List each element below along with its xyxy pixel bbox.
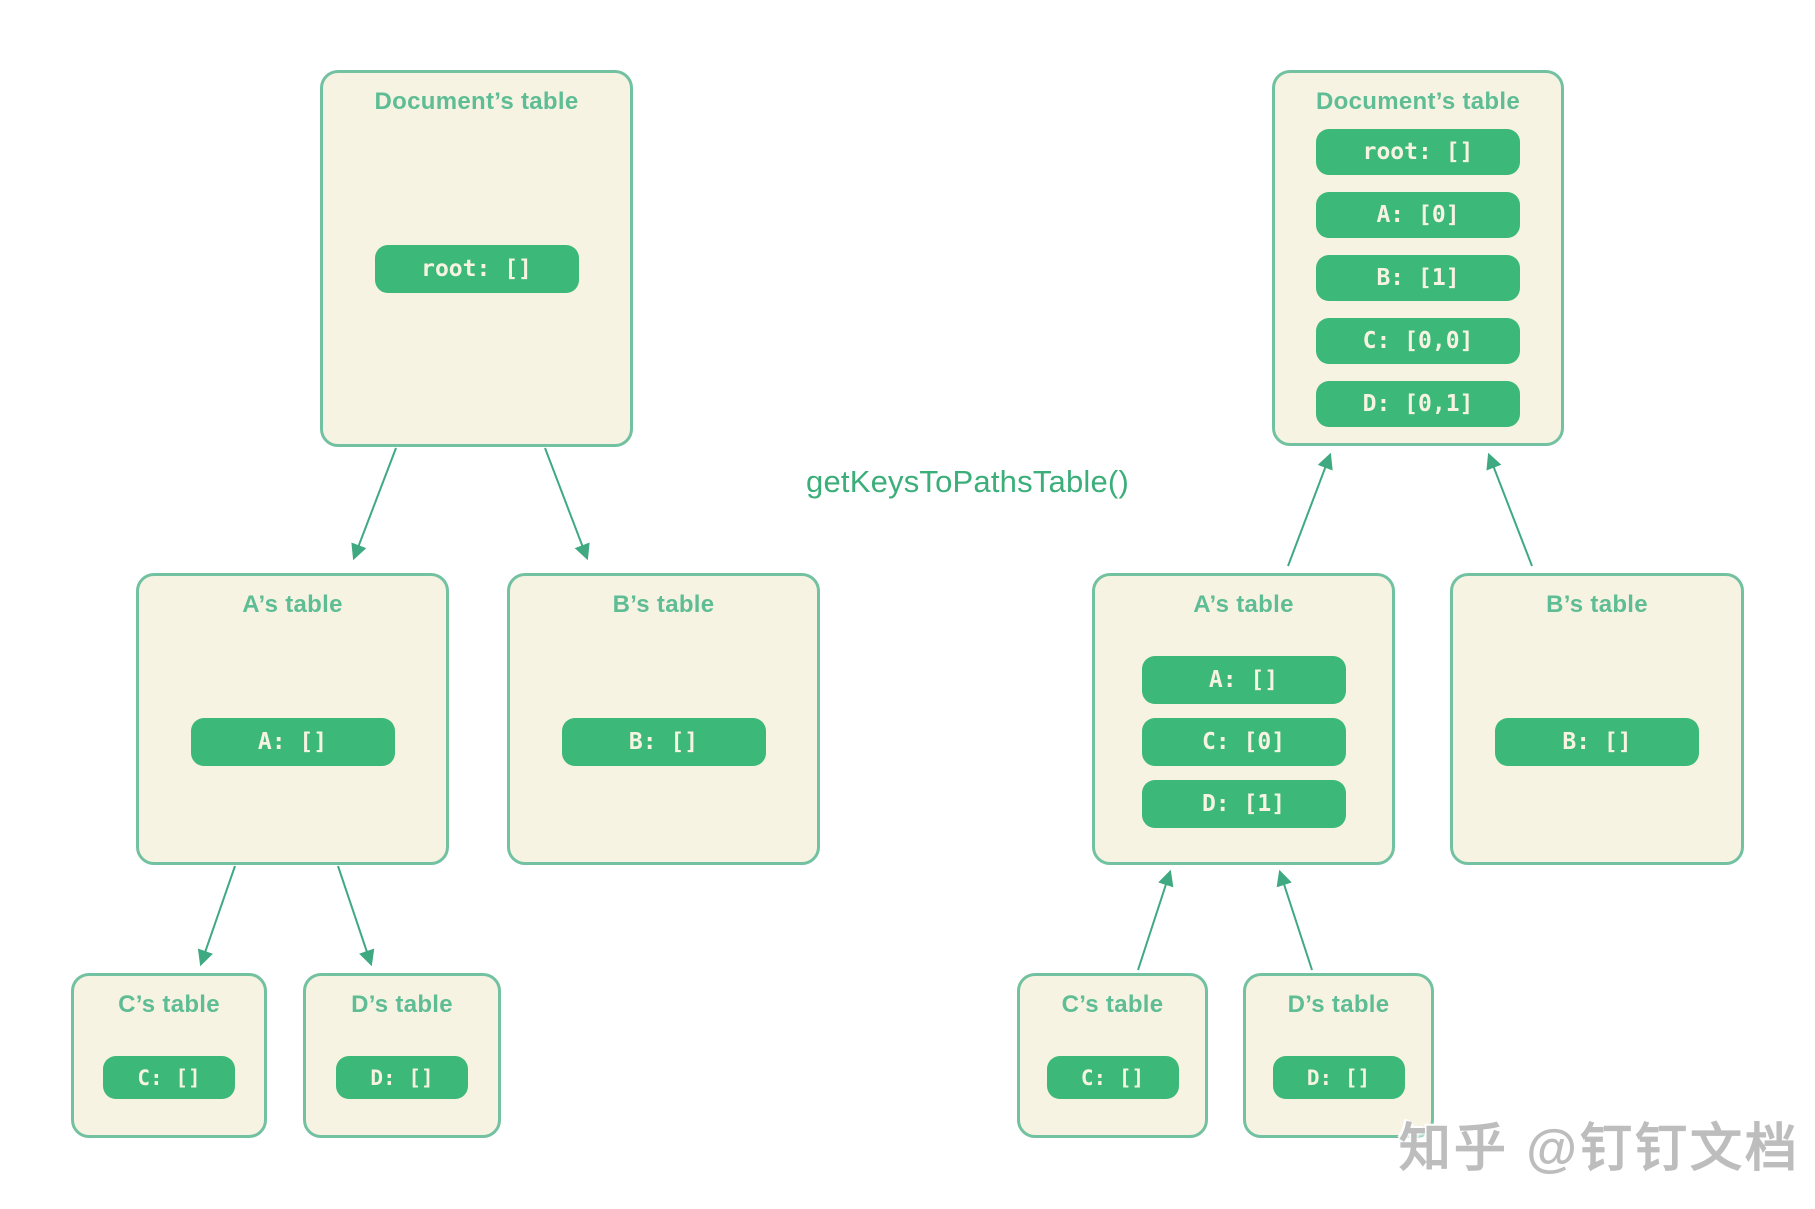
table-entry-pill: B: []: [561, 718, 766, 766]
box-title: A’s table: [242, 591, 343, 618]
arrow-left-doc-to-a: [351, 447, 397, 561]
arrow-right-b-to-doc: [1486, 452, 1533, 567]
table-entry-pill: B: [1]: [1316, 255, 1520, 301]
box-title: C’s table: [118, 991, 220, 1018]
box-title: B’s table: [612, 591, 715, 618]
table-entry-pill: B: []: [1495, 718, 1699, 766]
table-entry-pill: root: []: [374, 245, 579, 293]
table-entry-pill: A: []: [1141, 656, 1346, 704]
left-b-table-box: B’s table B: []: [507, 573, 820, 865]
function-label: getKeysToPathsTable(): [806, 464, 1129, 499]
box-title: A’s table: [1193, 591, 1294, 618]
right-b-table-box: B’s table B: []: [1450, 573, 1744, 865]
left-document-table-box: Document’s table root: []: [320, 70, 633, 447]
arrow-right-d-to-a: [1276, 869, 1313, 971]
table-entry-pill: A: [0]: [1316, 192, 1520, 238]
table-entry-pill: C: []: [103, 1056, 235, 1099]
right-document-table-box: Document’s table root: [] A: [0] B: [1] …: [1272, 70, 1564, 446]
arrow-left-doc-to-b: [544, 447, 590, 561]
arrow-left-a-to-d: [337, 865, 375, 967]
watermark: 知乎 @钉钉文档: [1398, 1120, 1800, 1178]
box-title: B’s table: [1546, 591, 1648, 618]
right-d-table-box: D’s table D: []: [1243, 973, 1434, 1138]
right-a-table-box: A’s table A: [] C: [0] D: [1]: [1092, 573, 1395, 865]
table-entry-pill: C: [0,0]: [1316, 318, 1520, 364]
table-entry-pill: D: [1]: [1141, 780, 1346, 828]
left-c-table-box: C’s table C: []: [71, 973, 267, 1138]
arrow-right-a-to-doc: [1287, 452, 1333, 567]
table-entry-pill: D: [0,1]: [1316, 381, 1520, 427]
arrow-left-a-to-c: [197, 865, 236, 967]
arrow-right-c-to-a: [1137, 869, 1174, 971]
right-c-table-box: C’s table C: []: [1017, 973, 1208, 1138]
box-title: D’s table: [351, 991, 453, 1018]
box-title: Document’s table: [374, 88, 579, 115]
table-entry-pill: D: []: [336, 1056, 468, 1099]
table-entry-pill: D: []: [1272, 1056, 1405, 1099]
box-title: C’s table: [1061, 991, 1164, 1018]
table-entry-pill: C: [0]: [1141, 718, 1346, 766]
table-entry-pill: A: []: [190, 718, 395, 766]
left-d-table-box: D’s table D: []: [303, 973, 501, 1138]
left-a-table-box: A’s table A: []: [136, 573, 449, 865]
box-title: Document’s table: [1316, 88, 1520, 115]
box-title: D’s table: [1287, 991, 1390, 1018]
table-entry-pill: C: []: [1046, 1056, 1179, 1099]
table-entry-pill: root: []: [1316, 129, 1520, 175]
